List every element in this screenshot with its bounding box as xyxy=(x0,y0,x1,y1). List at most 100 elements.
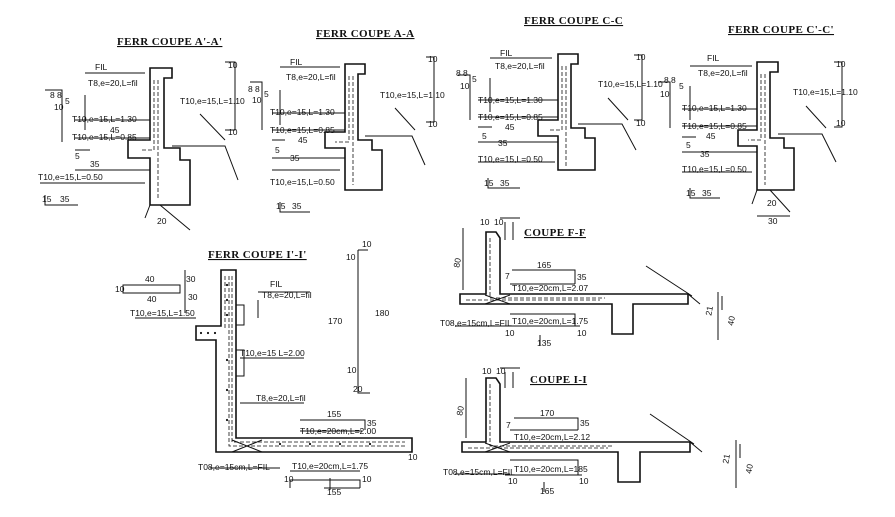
label: 15 xyxy=(276,201,286,211)
label: T10,e=15,L=0.85 xyxy=(72,132,137,142)
section-title: FERR COUPE C'-C' xyxy=(728,24,834,36)
slope-line xyxy=(578,123,637,151)
rebar xyxy=(466,238,605,301)
label: 10 xyxy=(636,52,646,62)
label: 20 xyxy=(157,216,167,226)
label: T10,e=15,L=1.30 xyxy=(72,114,137,124)
label: T8,e=20,L=fil xyxy=(495,61,545,71)
label: T08,e=15cm,L=FIL xyxy=(198,462,270,472)
label: 5 xyxy=(264,89,269,99)
dimension-lines xyxy=(122,270,366,490)
label: T10,e=15,L=0.50 xyxy=(478,154,543,164)
leader-lines xyxy=(394,107,416,131)
concrete-outline xyxy=(737,61,795,191)
label: T10,e=15,L=1.30 xyxy=(478,95,543,105)
label: 20 xyxy=(353,384,363,394)
label: 35 xyxy=(60,194,70,204)
label: 30 xyxy=(768,216,778,226)
section-c-c: FERR COUPE C-C FIL T8,e=20,L=fil T10,e=1… xyxy=(456,15,663,189)
rebar xyxy=(468,384,612,449)
concrete-outline xyxy=(324,63,383,191)
label: T10,e=15,L=0.50 xyxy=(270,177,335,187)
label: FIL xyxy=(95,62,108,72)
concrete-outline xyxy=(537,53,596,171)
label: 10 xyxy=(428,119,438,129)
label: T8,e=20,L=fil xyxy=(256,393,306,403)
section-title: COUPE I-I xyxy=(530,374,587,386)
label: 5 xyxy=(275,145,280,155)
label: 170 xyxy=(328,316,342,326)
label: 10 xyxy=(428,54,438,64)
dimension-lines xyxy=(455,217,723,345)
label: T10,e=20cm,L=1.75 xyxy=(292,461,368,471)
dimension-lines xyxy=(455,367,741,492)
section-a-a: FERR COUPE A-A FIL T8,e=20,L=fil T10,e=1… xyxy=(248,28,445,213)
label: 45 xyxy=(298,135,308,145)
label: T10,e=15,L=0.85 xyxy=(270,125,335,135)
slope-line xyxy=(649,413,703,453)
slope-line xyxy=(645,265,701,305)
label: 21 xyxy=(703,305,715,316)
section-i-i: COUPE I-I 10 10 80 170 7 35 T10,e=20cm,L… xyxy=(443,366,755,496)
label: 5 xyxy=(679,81,684,91)
label: T10,e=15,L=1.50 xyxy=(130,308,195,318)
label: 5 xyxy=(472,74,477,84)
label: T10,e=15 L=2.00 xyxy=(240,348,305,358)
section-c1-c1: FERR COUPE C'-C' FIL T8,e=20,L=fil T10,e… xyxy=(658,24,858,226)
label: 8 xyxy=(671,75,676,85)
label: 135 xyxy=(537,338,551,348)
slope-line xyxy=(778,133,837,163)
label: T10,e=15,L=0.85 xyxy=(478,112,543,122)
concrete-outline xyxy=(461,377,691,483)
label: 10 xyxy=(284,474,294,484)
label: T10,e=20cm,L=2.12 xyxy=(514,432,590,442)
label: T10,e=20cm,L=1.75 xyxy=(512,316,588,326)
section-title: FERR COUPE A-A xyxy=(316,28,415,40)
bar-outline xyxy=(357,249,370,394)
rebar xyxy=(224,276,405,447)
label: 20 xyxy=(767,198,777,208)
label: T08,e=15cm,L=FIL xyxy=(440,318,512,328)
dimension-lines xyxy=(40,61,236,206)
label: T8,e=20,L=fil xyxy=(262,290,312,300)
label: FIL xyxy=(707,53,720,63)
label: T10,e=15,L=1.10 xyxy=(793,87,858,97)
label: 35 xyxy=(700,149,710,159)
label: 5 xyxy=(482,131,487,141)
dimension-lines xyxy=(658,61,843,217)
label: 10 xyxy=(347,365,357,375)
label: 8 xyxy=(255,84,260,94)
label: 35 xyxy=(702,188,712,198)
label: T10,e=15,L=1.10 xyxy=(380,90,445,100)
label: 10 xyxy=(346,252,356,262)
label: 10 xyxy=(505,328,515,338)
label: 8 xyxy=(463,68,468,78)
label: 10 xyxy=(362,474,372,484)
label: FIL xyxy=(270,279,283,289)
label: T10,e=15,L=0.50 xyxy=(682,164,747,174)
label: 165 xyxy=(537,260,551,270)
label: 15 xyxy=(686,188,696,198)
label: 35 xyxy=(292,201,302,211)
label: 10 xyxy=(408,452,418,462)
dimension-lines xyxy=(250,56,435,213)
label: 35 xyxy=(290,153,300,163)
label: 10 xyxy=(508,476,518,486)
label: T10,e=15,L=1.10 xyxy=(180,96,245,106)
label: 45 xyxy=(110,125,120,135)
label: 35 xyxy=(580,418,590,428)
label: 45 xyxy=(706,131,716,141)
section-title: FERR COUPE I'-I' xyxy=(208,249,307,261)
label: 10 xyxy=(480,217,490,227)
label: 10 xyxy=(836,118,846,128)
label: 155 xyxy=(327,487,341,497)
label: 15 xyxy=(42,194,52,204)
label: 21 xyxy=(720,453,732,464)
label: 5 xyxy=(686,140,691,150)
label: 10 xyxy=(579,476,589,486)
label: 180 xyxy=(375,308,389,318)
label: T10,e=15,L=1.30 xyxy=(270,107,335,117)
label: 7 xyxy=(505,271,510,281)
label: 10 xyxy=(577,328,587,338)
